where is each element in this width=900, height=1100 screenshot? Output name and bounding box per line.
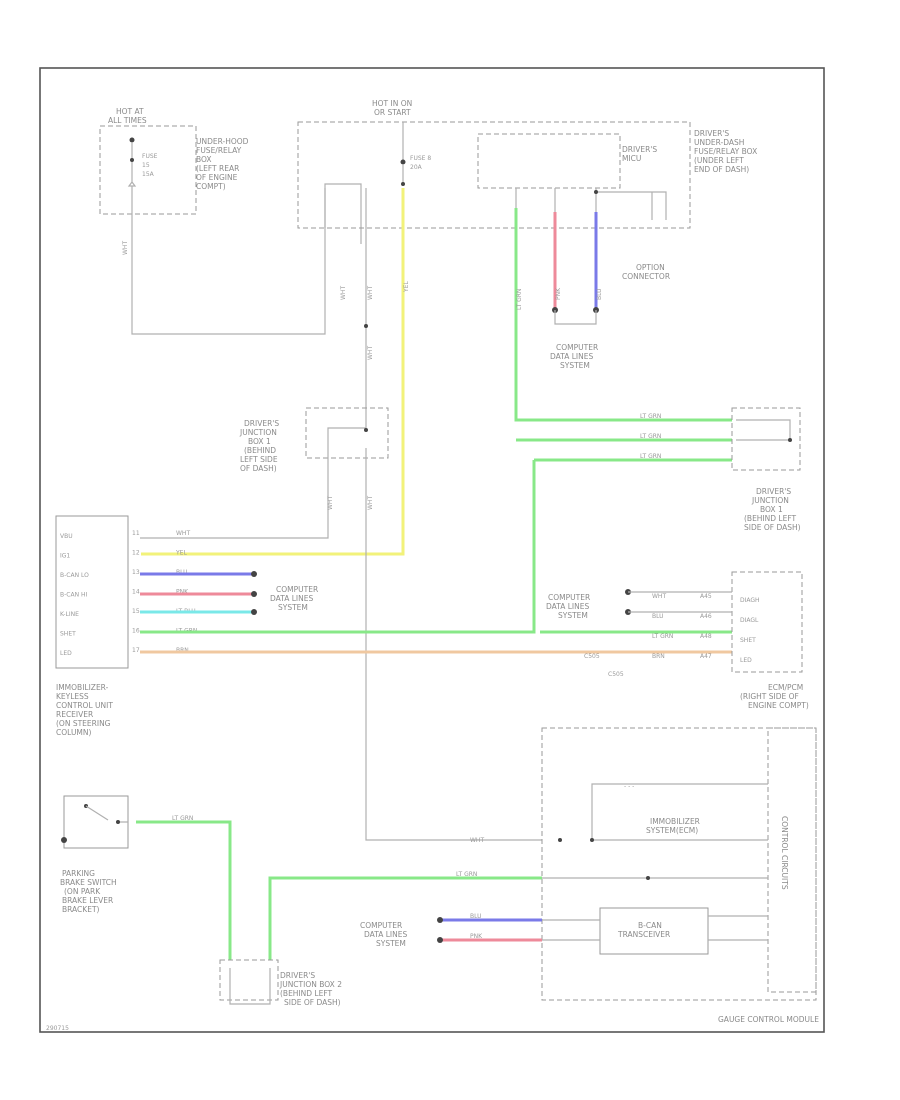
ecm-pcm-label: ECM/PCM (RIGHT SIDE OF ENGINE COMPT) — [740, 683, 809, 710]
pnk-label-top: PNK — [555, 287, 562, 300]
immob-indicator-label: - - - — [624, 783, 634, 790]
unit-pin-name: B-CAN LO — [60, 572, 89, 579]
wht-label-6: WHT — [367, 496, 374, 510]
diagram-frame — [39, 67, 825, 1033]
shet-lt-grn-wire — [140, 460, 536, 634]
blu-label-gcm: BLU — [470, 913, 482, 920]
ecm-pin-number: A45 — [700, 593, 712, 600]
unit-wire-color: YEL — [175, 550, 187, 557]
control-circuits-label: CONTROL CIRCUITS — [780, 816, 789, 890]
yel-label-top: YEL — [403, 281, 410, 293]
wht-label-3: WHT — [367, 286, 374, 300]
lt-grn-label-vert: LT GRN — [516, 289, 523, 310]
junction-box-1-left — [305, 407, 389, 459]
ecm-pin-name: DIAGH — [740, 597, 760, 604]
ecm-pin-name: SHET — [740, 637, 756, 644]
drivers-micu-box — [477, 133, 621, 189]
jb1-left-label: DRIVER'S JUNCTION BOX 1 (BEHIND LEFT SID… — [239, 419, 282, 473]
pnk-label-gcm: PNK — [470, 933, 483, 940]
ecm-wire-color: LT GRN — [652, 633, 673, 640]
junction-box-2 — [219, 959, 279, 1001]
unit-pin-name: K-LINE — [60, 611, 79, 618]
lt-grn-label-pb: LT GRN — [172, 815, 193, 822]
unit-pin-number: 12 — [132, 550, 140, 557]
drivers-under-dash-box — [297, 121, 691, 229]
ecm-pin-number: A48 — [700, 633, 712, 640]
wht-label-5: WHT — [327, 496, 334, 510]
unit-pin-number: 17 — [132, 647, 140, 654]
unit-pin-number: 16 — [132, 628, 140, 635]
parking-brake-lt-grn — [136, 820, 232, 960]
blu-label-top: BLU — [596, 288, 603, 300]
junction-box-1-right — [731, 407, 801, 471]
lt-grn-wire-1 — [514, 208, 732, 422]
b-can-transceiver — [599, 907, 709, 955]
unit-pin-name: B-CAN HI — [60, 592, 87, 599]
c505-label-b: C505 — [608, 671, 624, 678]
immobilizer-control-unit — [55, 515, 129, 669]
unit-pin-number: 13 — [132, 569, 140, 576]
cdl-bottom-label: COMPUTER DATA LINES SYSTEM — [360, 921, 410, 948]
unit-wire-color: WHT — [176, 530, 190, 537]
lt-grn-label-jb2: LT GRN — [456, 871, 477, 878]
c505-label-a: C505 — [584, 653, 600, 660]
drivers-under-dash-label: DRIVER'S UNDER-DASH FUSE/RELAY BOX (UNDE… — [694, 129, 760, 174]
cdl-mid-label: COMPUTER DATA LINES SYSTEM — [270, 585, 321, 612]
ecm-pins: DIAGH A45 WHT DIAGL A46 BLU SHET A48 LT GRN LED A4… — [652, 593, 760, 664]
fuse-15-label: FUSE 15 15A — [142, 153, 159, 178]
under-hood-label: UNDER-HOOD FUSE/RELAY BOX (LEFT REAR OF … — [196, 137, 251, 191]
unit-pin-number: 11 — [132, 530, 140, 537]
unit-pin-name: LED — [60, 650, 72, 657]
unit-pin-name: SHET — [60, 631, 76, 638]
immobilizer-label: IMMOBILIZER- KEYLESS CONTROL UNIT RECEIV… — [56, 683, 115, 737]
unit-pin-name: IG1 — [60, 553, 70, 560]
control-circuits-box — [767, 727, 817, 993]
wht-label-gcm: WHT — [470, 837, 484, 844]
unit-pin-number: 14 — [132, 589, 140, 596]
lt-grn-label-a: LT GRN — [640, 413, 661, 420]
gauge-control-module-box — [541, 727, 817, 1001]
ecm-pin-name: LED — [740, 657, 752, 664]
ecm-pin-name: DIAGL — [740, 617, 759, 624]
under-hood-fuse-box — [99, 125, 197, 215]
unit-pin-number: 15 — [132, 608, 140, 615]
ecm-wire-color: BRN — [652, 653, 665, 660]
parking-brake-label: PARKING BRAKE SWITCH (ON PARK BRAKE LEVE… — [60, 869, 119, 914]
jb2-label: DRIVER'S JUNCTION BOX 2 (BEHIND LEFT SID… — [279, 971, 344, 1007]
diagram-id: 290715 — [46, 1025, 69, 1032]
unit-pin-name: VBU — [60, 533, 73, 540]
unit-wire-color: PNK — [176, 589, 189, 596]
ecm-pin-number: A46 — [700, 613, 712, 620]
lt-grn-label-c: LT GRN — [640, 453, 661, 460]
ecm-wire-color: WHT — [652, 593, 666, 600]
ecm-wire-color: BLU — [652, 613, 664, 620]
cdl-top-label: COMPUTER DATA LINES SYSTEM — [550, 343, 601, 370]
wht-label-4: WHT — [367, 346, 374, 360]
jb2-lt-grn — [268, 876, 542, 960]
wht-wire-label: WHT — [122, 241, 129, 255]
cdl-right-label: COMPUTER DATA LINES SYSTEM — [546, 593, 593, 620]
jb1-right-label: DRIVER'S JUNCTION BOX 1 (BEHIND LEFT SID… — [744, 487, 801, 532]
wht-label-2: WHT — [340, 286, 347, 300]
ecm-pin-number: A47 — [700, 653, 712, 660]
yel-wire — [141, 188, 405, 556]
lt-grn-label-b: LT GRN — [640, 433, 661, 440]
gauge-control-module-label: GAUGE CONTROL MODULE — [718, 1015, 819, 1024]
ecm-pcm-box — [731, 571, 803, 673]
